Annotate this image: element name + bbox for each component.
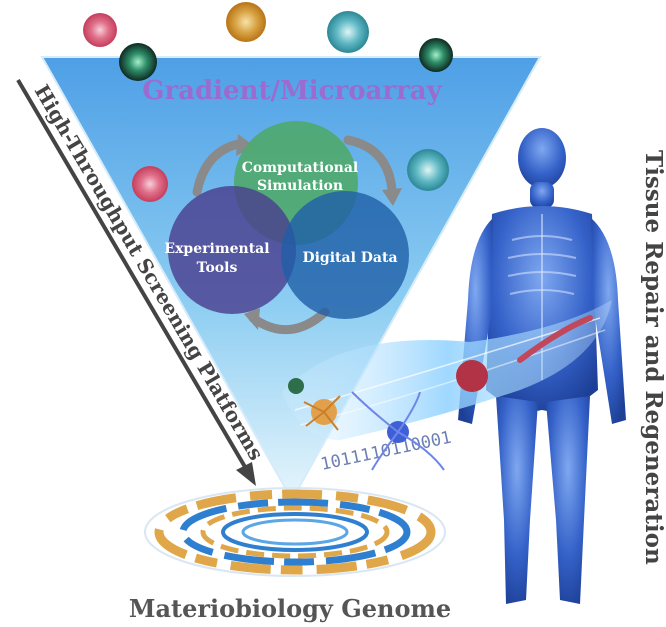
cycle-arrow-left (192, 139, 243, 197)
cycle-arrowhead-bottom (244, 308, 260, 330)
screening-arrow-line (16, 78, 250, 474)
ring-blue-outer (179, 498, 411, 566)
ring-blue-inner (221, 512, 369, 552)
venn-label-top-line2: Simulation (257, 178, 343, 194)
figure-neck (530, 182, 554, 208)
ring-orange (154, 489, 436, 575)
screening-arrow-head (236, 462, 256, 486)
cycle-arrowhead-left (236, 134, 254, 156)
cell-dark-right (419, 38, 453, 72)
figure-left-leg (546, 396, 590, 604)
cell-teal-mid (407, 149, 449, 191)
floating-cells (83, 2, 453, 202)
cell-orange-top (226, 2, 266, 42)
cycle-arrow-bottom (248, 307, 330, 335)
venn-label-top-line1: Computational (242, 160, 359, 176)
cell-dark-left (119, 43, 157, 81)
genome-label: Materiobiology Genome (129, 594, 451, 623)
venn-label-left-line2: Tools (197, 260, 238, 276)
venn-circle-digital (281, 191, 409, 319)
cell-teal-top (327, 11, 369, 53)
cell-pink-top (83, 13, 117, 47)
stream-cell-red (456, 360, 488, 392)
figure-head (518, 128, 566, 188)
venn-label-left-line1: Experimental (164, 241, 269, 257)
venn-diagram (168, 121, 409, 319)
genome-ring (144, 487, 446, 577)
tissue-label: Tissue Repair and Regeneration (640, 150, 666, 565)
stream-muscle-fiber (517, 315, 593, 363)
venn-circle-experimental (168, 186, 296, 314)
stream-cell-green (288, 378, 304, 394)
figure-right-leg (496, 396, 538, 604)
figure-left-arm (591, 218, 626, 424)
ring-orange-inner (200, 505, 390, 559)
stream-cells (288, 315, 593, 471)
cell-pink-mid (132, 166, 168, 202)
cycle-arrows (192, 135, 397, 335)
cycle-arrow-right (343, 135, 397, 195)
cycle-arrowhead-right (382, 188, 402, 206)
diagram-title: Gradient/Microarray (142, 76, 442, 106)
ring-blue-core (241, 518, 349, 546)
venn-label-right: Digital Data (302, 250, 397, 266)
